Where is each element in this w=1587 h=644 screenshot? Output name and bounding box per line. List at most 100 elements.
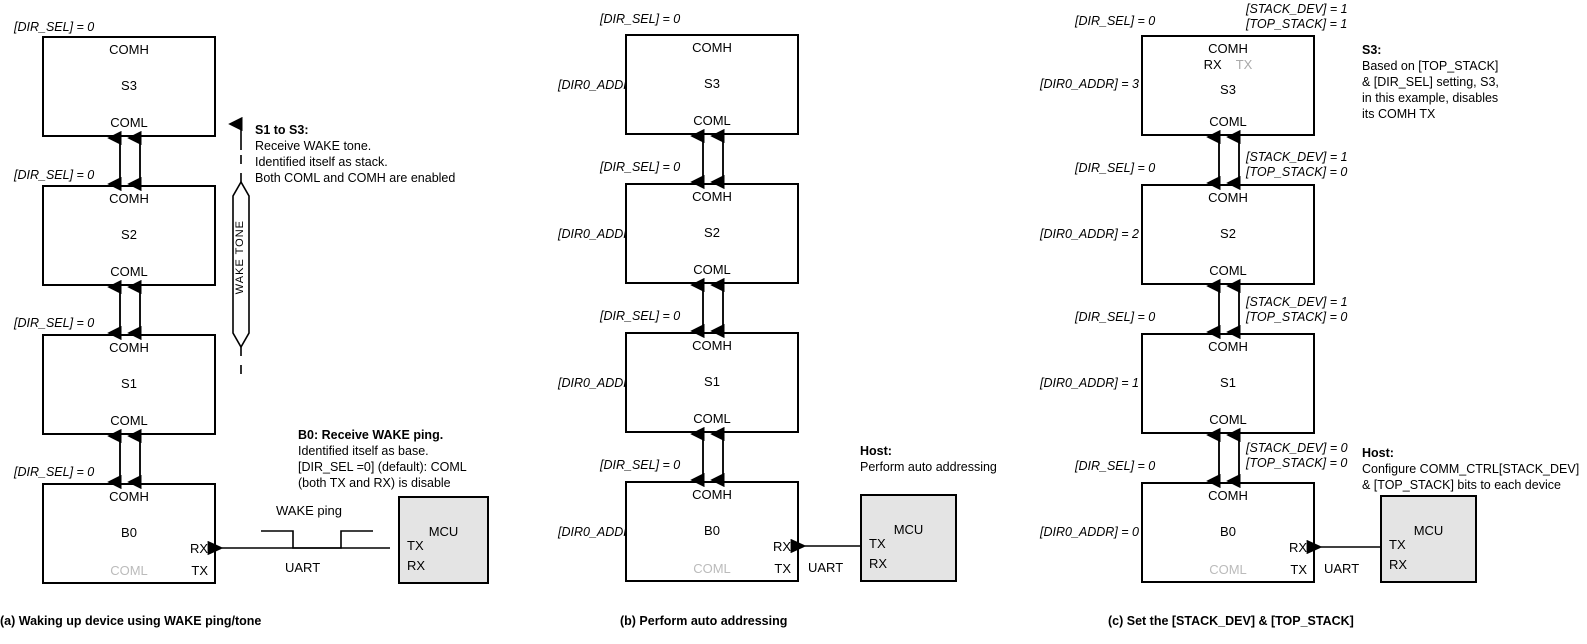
comh-rx-label: RX	[1203, 57, 1222, 72]
comh-label: COMH	[692, 40, 732, 55]
device-label-s3-dirsel: [DIR_SEL] = 0	[1075, 14, 1156, 28]
wake-tone-label: WAKE TONE	[234, 220, 246, 295]
stack-dev-value: [STACK_DEV] = 1	[1246, 2, 1348, 16]
mcu-tx-label: TX	[1389, 537, 1406, 552]
stack-dev-value: [STACK_DEV] = 1	[1246, 150, 1348, 164]
device-label-s2-dirsel: [DIR_SEL] = 0	[1075, 161, 1156, 175]
note-line: Identified itself as stack.	[255, 155, 388, 169]
note-s3: S3: Based on [TOP_STACK] & [DIR_SEL] set…	[1362, 42, 1499, 122]
note-title: S3:	[1362, 43, 1382, 57]
mcu-rx-label: RX	[407, 558, 426, 573]
mcu-label: MCU	[428, 524, 459, 539]
note-b0: B0: Receive WAKE ping. Identified itself…	[298, 427, 467, 491]
note-title: Host:	[860, 444, 892, 458]
comh-label: COMH	[109, 489, 149, 504]
device-label-b0-addr: [DIR0_ADDR] = 0	[1040, 525, 1139, 539]
mcu-box: MCU TX RX	[398, 496, 489, 584]
note-host: Host: Configure COMM_CTRL[STACK_DEV] & […	[1362, 445, 1579, 493]
note-line: its COMH TX	[1362, 107, 1436, 121]
coml-label: COML	[110, 115, 148, 130]
tx-pin-label: TX	[191, 563, 208, 578]
coml-label-disabled: COML	[1209, 562, 1247, 577]
uart-label: UART	[808, 560, 844, 575]
comh-label: COMH	[692, 189, 732, 204]
device-label-b0-dirsel: [DIR_SEL] = 0	[600, 458, 681, 472]
note-line: & [DIR_SEL] setting, S3,	[1362, 75, 1499, 89]
device-name: S2	[1220, 225, 1236, 241]
device-label-s3-stack: [STACK_DEV] = 1 [TOP_STACK] = 1	[1246, 2, 1348, 32]
coml-label: COML	[693, 411, 731, 426]
panel-c-connectors	[1206, 129, 1380, 555]
note-line: Perform auto addressing	[860, 460, 997, 474]
comh-label: COMH	[692, 487, 732, 502]
comh-label: COMH	[109, 191, 149, 206]
note-line: (both TX and RX) is disable	[298, 476, 451, 490]
device-box-b0: COMH B0 COML RX TX	[1141, 482, 1315, 583]
device-name: B0	[704, 522, 720, 538]
panel-caption-b: (b) Perform auto addressing	[620, 614, 788, 628]
device-label-s1-addr: [DIR0_ADDR] = 1	[1040, 376, 1139, 390]
coml-label: COML	[110, 264, 148, 279]
panel-b-connectors	[690, 128, 860, 554]
device-name: S1	[1220, 374, 1236, 390]
comh-tx-label-disabled: TX	[1235, 57, 1253, 72]
device-label-b0-stack: [STACK_DEV] = 0 [TOP_STACK] = 0	[1246, 441, 1348, 471]
coml-label: COML	[693, 262, 731, 277]
panel-a-connectors	[107, 116, 390, 556]
note-line: Identified itself as base.	[298, 444, 429, 458]
note-line: Both COML and COMH are enabled	[255, 171, 456, 185]
top-stack-value: [TOP_STACK] = 0	[1246, 456, 1348, 470]
stack-dev-value: [STACK_DEV] = 1	[1246, 295, 1348, 309]
device-name: S1	[704, 373, 720, 389]
comh-label: COMH	[1208, 488, 1248, 503]
tx-pin-label: TX	[774, 561, 791, 576]
rx-pin-label: RX	[189, 541, 208, 556]
note-title: S1 to S3:	[255, 123, 309, 137]
wake-ping-label: WAKE ping	[276, 503, 342, 518]
device-label-s3-dirsel: [DIR_SEL] = 0	[14, 20, 95, 34]
device-label-s2-dirsel: [DIR_SEL] = 0	[14, 168, 95, 182]
note-line: Configure COMM_CTRL[STACK_DEV]	[1362, 462, 1580, 476]
device-label-s1-dirsel: [DIR_SEL] = 0	[1075, 310, 1156, 324]
coml-label-disabled: COML	[110, 563, 148, 578]
device-label-s3-dirsel: [DIR_SEL] = 0	[600, 12, 681, 26]
device-box-s2: COMH S2 COML	[625, 183, 799, 284]
coml-label: COML	[1209, 412, 1247, 427]
device-name: S2	[121, 226, 137, 242]
mcu-rx-label: RX	[1389, 557, 1408, 572]
comh-label: COMH	[1208, 190, 1248, 205]
mcu-box: MCU TX RX	[860, 494, 957, 582]
rx-pin-label: RX	[1288, 540, 1307, 555]
wake-tone-shape	[228, 116, 250, 383]
panel-caption-c: (c) Set the [STACK_DEV] & [TOP_STACK]	[1108, 614, 1354, 628]
top-stack-value: [TOP_STACK] = 1	[1246, 17, 1348, 31]
device-label-s2-addr: [DIR0_ADDR] = 2	[1040, 227, 1139, 241]
device-name: B0	[1220, 523, 1236, 539]
tx-pin-label: TX	[1290, 562, 1307, 577]
note-line: & [TOP_STACK] bits to each device	[1362, 478, 1561, 492]
device-label-s1-dirsel: [DIR_SEL] = 0	[14, 316, 95, 330]
wake-ping-waveform	[261, 530, 373, 549]
device-box-s1: COMH S1 COML	[625, 332, 799, 433]
device-name: S1	[121, 375, 137, 391]
device-label-s2-stack: [STACK_DEV] = 1 [TOP_STACK] = 0	[1246, 150, 1348, 180]
comh-label: COMH	[109, 42, 149, 57]
device-label-b0-dirsel: [DIR_SEL] = 0	[1075, 459, 1156, 473]
device-label-s3-addr: [DIR0_ADDR] = 3	[1040, 77, 1139, 91]
mcu-rx-label: RX	[869, 556, 888, 571]
uart-label: UART	[285, 560, 321, 575]
comh-label: COMH	[692, 338, 732, 353]
device-label-s2-dirsel: [DIR_SEL] = 0	[600, 160, 681, 174]
device-name: B0	[121, 524, 137, 540]
device-box-s3: COMH S3 COML	[625, 34, 799, 135]
uart-label: UART	[1324, 561, 1360, 576]
rx-pin-label: RX	[772, 539, 791, 554]
note-title: Host:	[1362, 446, 1394, 460]
device-label-s1-stack: [STACK_DEV] = 1 [TOP_STACK] = 0	[1246, 295, 1348, 325]
mcu-label: MCU	[893, 522, 924, 537]
coml-label-disabled: COML	[693, 561, 731, 576]
coml-label: COML	[110, 413, 148, 428]
coml-label: COML	[1209, 114, 1247, 129]
stack-dev-value: [STACK_DEV] = 0	[1246, 441, 1348, 455]
device-name: S2	[704, 224, 720, 240]
